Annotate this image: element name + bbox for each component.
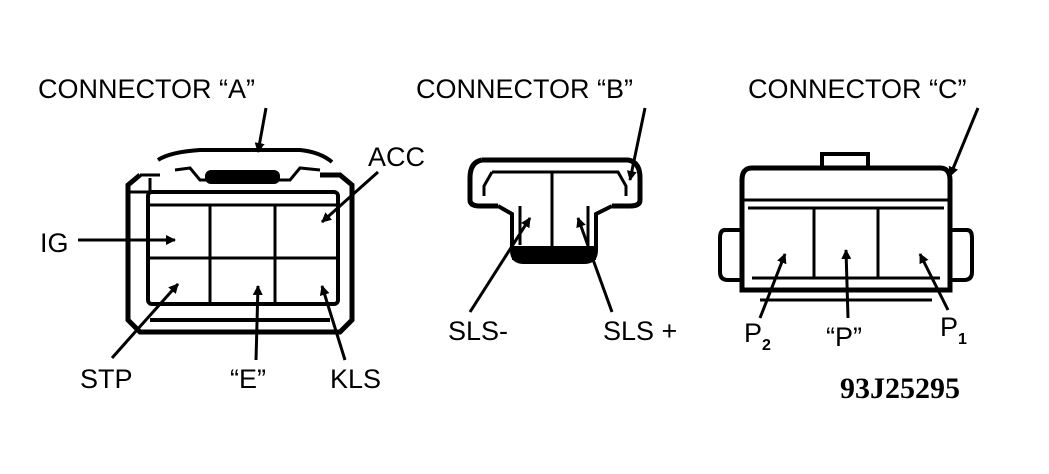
- pin-p-label: “P”: [826, 322, 862, 352]
- pin-sls-plus-arrow: [576, 217, 614, 313]
- pin-e-arrow: [252, 285, 263, 361]
- connector-b-body: [467, 157, 643, 264]
- pin-kls-label: KLS: [330, 364, 381, 394]
- connector-c-title: CONNECTOR “C”: [748, 74, 967, 104]
- pin-p2-arrow: [758, 253, 787, 319]
- pin-kls-arrow: [319, 285, 347, 361]
- connector-a: CONNECTOR “A” ACC IG STP “E”: [38, 74, 425, 394]
- pin-stp-arrow: [110, 283, 180, 359]
- connector-c-body: [718, 152, 974, 302]
- pin-p-arrow: [841, 249, 852, 319]
- pin-sls-minus-label: SLS-: [448, 316, 508, 346]
- connector-c: CONNECTOR “C” P2 “P” P1: [718, 74, 980, 354]
- pin-acc-label: ACC: [368, 142, 425, 172]
- svg-text:P1: P1: [940, 312, 967, 348]
- pin-sls-minus-arrow: [468, 217, 532, 313]
- pin-p2-label: P2: [744, 318, 771, 354]
- pin-sls-plus-label: SLS +: [603, 316, 677, 346]
- connector-c-pointer-arrow: [948, 107, 980, 177]
- connector-a-pointer-arrow: [254, 107, 268, 153]
- pin-ig-label: IG: [40, 228, 69, 258]
- pin-e-label: “E”: [230, 364, 266, 394]
- connector-a-body: [125, 148, 355, 335]
- connector-b-title: CONNECTOR “B”: [416, 74, 633, 104]
- pin-acc-arrow: [321, 170, 379, 224]
- svg-text:P2: P2: [744, 318, 771, 354]
- figure-code: 93J25295: [840, 372, 960, 405]
- connector-a-title: CONNECTOR “A”: [38, 74, 255, 104]
- pin-p1-arrow: [918, 253, 950, 311]
- pin-stp-label: STP: [80, 364, 133, 394]
- connector-b: CONNECTOR “B” SLS- SLS +: [416, 74, 677, 346]
- pin-p1-label: P1: [940, 312, 967, 348]
- connector-b-pointer-arrow: [626, 107, 647, 181]
